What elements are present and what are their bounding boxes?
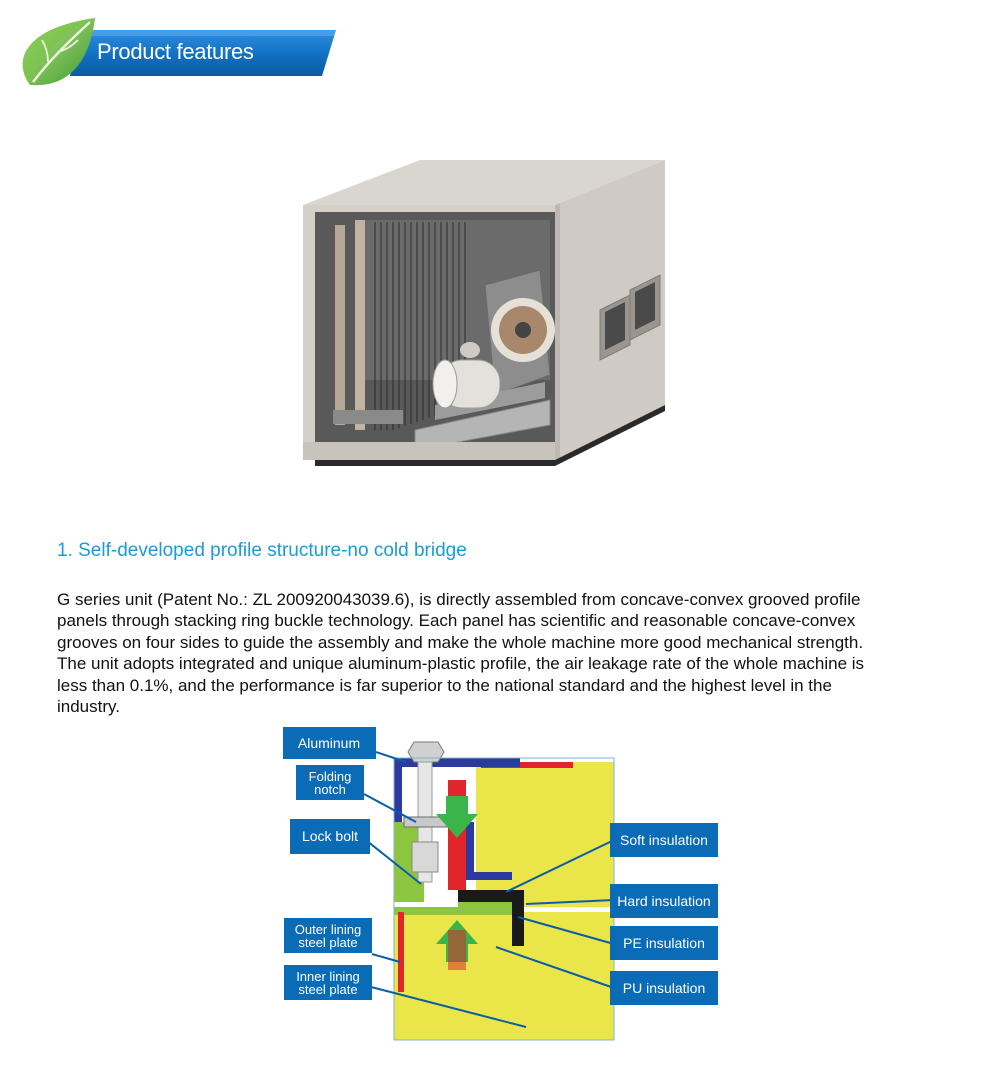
label-lock-bolt: Lock bolt <box>290 819 370 854</box>
svg-text:Folding: Folding <box>309 769 352 784</box>
svg-text:Outer lining: Outer lining <box>295 922 361 937</box>
air-handling-unit-illustration <box>303 160 665 466</box>
svg-text:PU insulation: PU insulation <box>623 980 706 996</box>
paragraph-line: industry. <box>57 697 120 717</box>
leaf-icon <box>22 18 96 86</box>
svg-text:steel plate: steel plate <box>298 935 357 950</box>
paragraph-line: less than 0.1%, and the performance is f… <box>57 675 832 695</box>
paragraph-line: The unit adopts integrated and unique al… <box>57 654 865 674</box>
label-pu-insulation: PU insulation <box>610 971 718 1005</box>
paragraph-line: G series unit (Patent No.: ZL 2009200430… <box>57 590 861 609</box>
label-pe-insulation: PE insulation <box>610 926 718 960</box>
section-paragraph: G series unit (Patent No.: ZL 2009200430… <box>57 589 967 717</box>
label-aluminum: Aluminum <box>283 727 376 759</box>
svg-text:steel plate: steel plate <box>298 982 357 997</box>
svg-text:Hard insulation: Hard insulation <box>617 893 710 909</box>
profile-structure-diagram: Aluminum Folding notch Lock bolt Outer l… <box>283 727 718 1041</box>
svg-text:Inner lining: Inner lining <box>296 969 360 984</box>
header-banner <box>22 18 336 86</box>
svg-text:Aluminum: Aluminum <box>298 735 360 751</box>
label-hard-insulation: Hard insulation <box>610 884 718 918</box>
section-heading: 1. Self-developed profile structure-no c… <box>57 540 467 561</box>
svg-text:Soft insulation: Soft insulation <box>620 832 708 848</box>
paragraph-line: panels through stacking ring buckle tech… <box>57 611 856 631</box>
paragraph-line: grooves on four sides to guide the assem… <box>57 632 864 652</box>
svg-text:PE insulation: PE insulation <box>623 935 705 951</box>
svg-text:notch: notch <box>314 782 346 797</box>
header-title: Product features <box>97 39 254 64</box>
label-outer-lining: Outer lining steel plate <box>284 918 372 953</box>
header-bar <box>70 30 336 76</box>
label-folding-notch: Folding notch <box>296 765 364 800</box>
svg-text:Lock bolt: Lock bolt <box>302 828 358 844</box>
label-soft-insulation: Soft insulation <box>610 823 718 857</box>
label-inner-lining: Inner lining steel plate <box>284 965 372 1000</box>
